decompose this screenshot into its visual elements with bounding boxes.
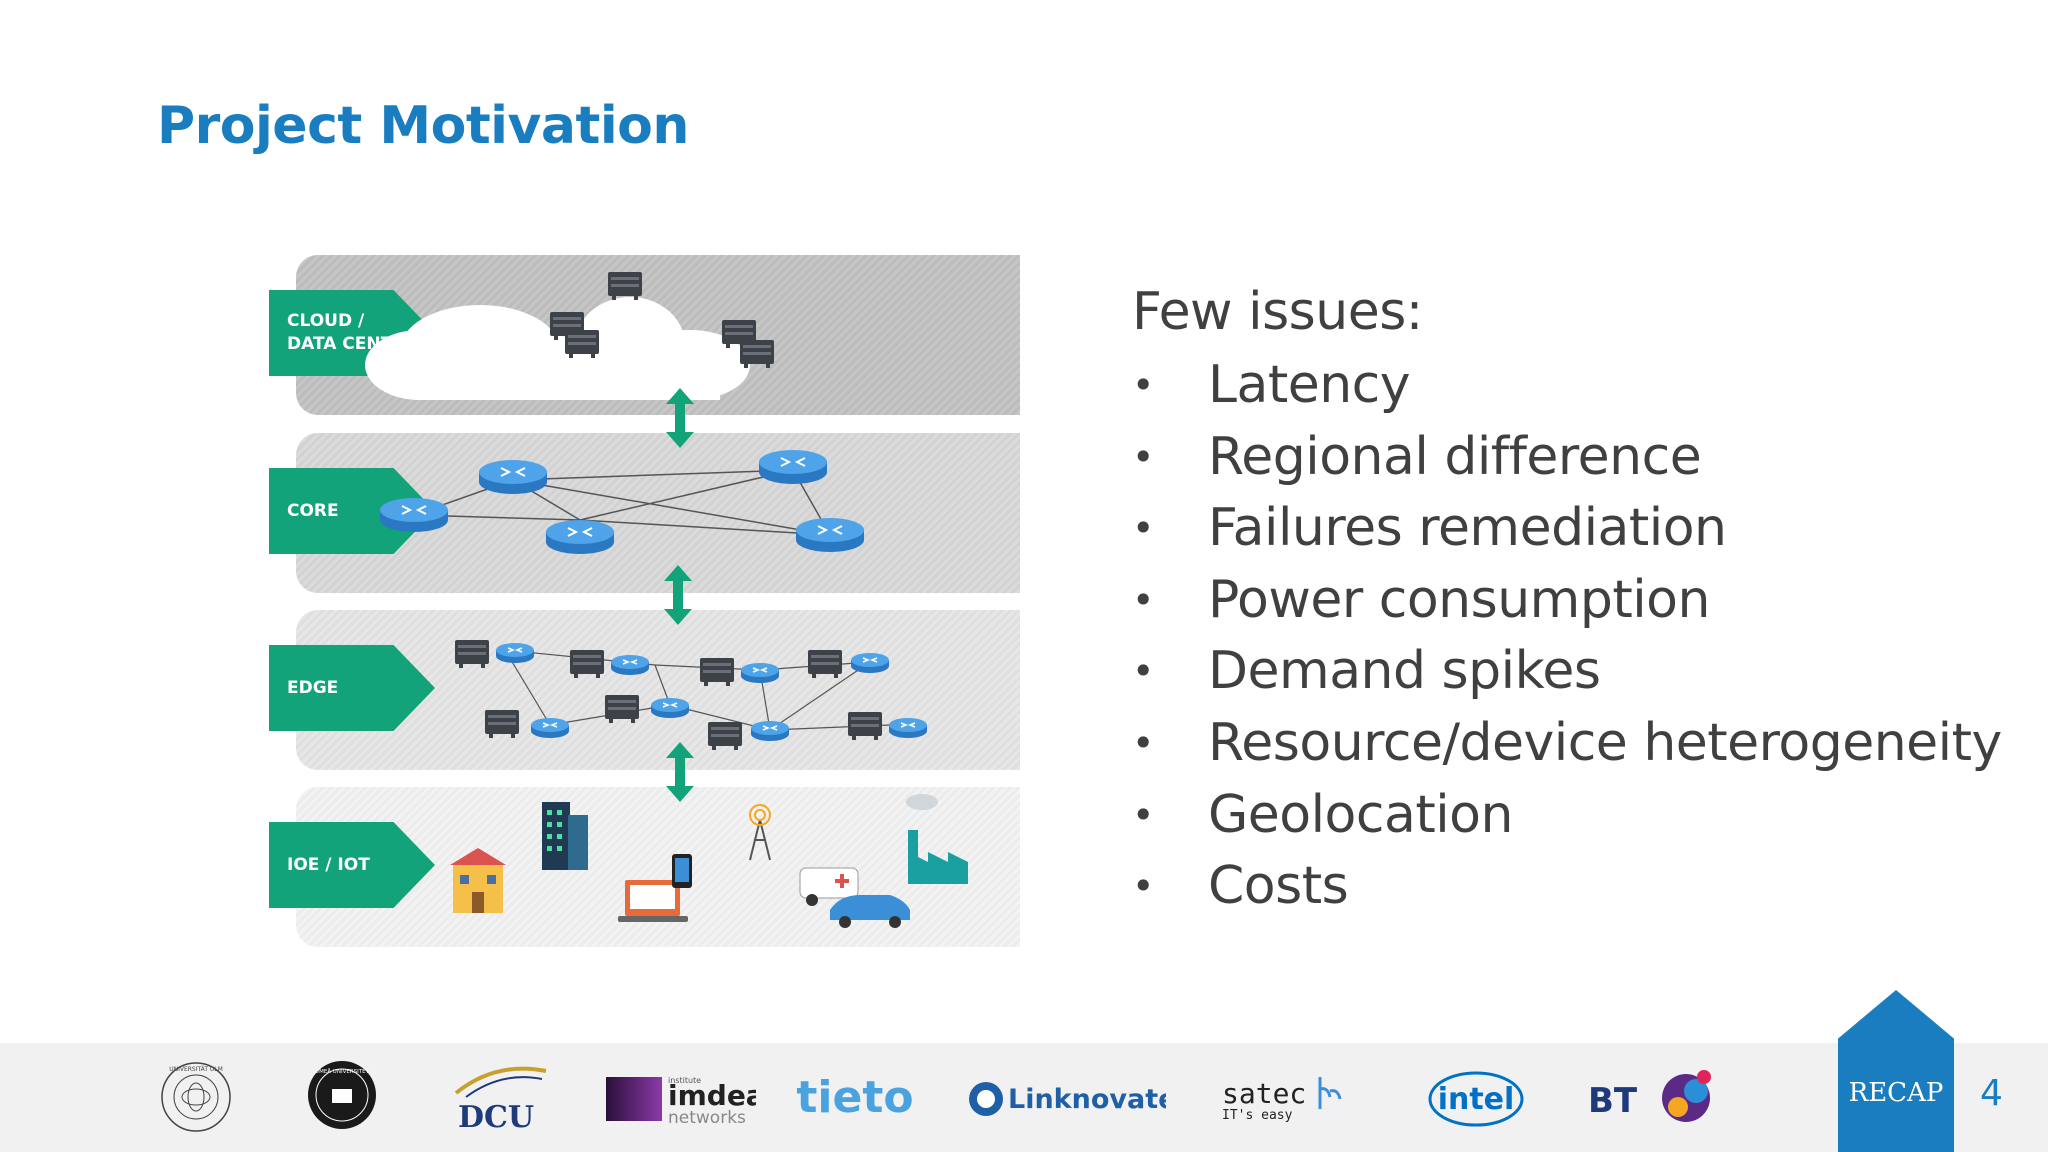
list-item: •Failures remediation: [1132, 498, 1727, 559]
svg-text:BT: BT: [1588, 1081, 1638, 1121]
svg-text:intel: intel: [1438, 1082, 1515, 1117]
tieto-logo: tieto: [796, 1071, 914, 1123]
issues-panel: Few issues: •Latency •Regional differenc…: [1132, 282, 2002, 923]
issues-list: •Latency •Regional difference •Failures …: [1132, 350, 2002, 923]
svg-text:IT's easy: IT's easy: [1222, 1108, 1293, 1123]
list-item: •Costs: [1132, 856, 1349, 917]
car-icon: [830, 895, 910, 928]
antenna-tower-icon: [749, 804, 771, 861]
recap-logo-badge: RECAP: [1838, 990, 1954, 1152]
partner-logo-footer: UNIVERSITÄT ULM UMEÅ UNIVERSITET DCU ins…: [0, 1043, 2048, 1152]
ulm-university-logo: UNIVERSITÄT ULM: [160, 1061, 232, 1133]
imdea-networks-logo: institute imdea networks: [606, 1073, 756, 1129]
svg-text:Linknovate: Linknovate: [1008, 1084, 1166, 1115]
issues-heading: Few issues:: [1132, 282, 1423, 342]
list-item: •Demand spikes: [1132, 641, 1601, 702]
svg-text:imdea: imdea: [668, 1079, 756, 1112]
list-item: •Latency: [1132, 355, 1411, 415]
cloud-icon: [365, 297, 750, 400]
office-building-icon: [542, 802, 588, 870]
diagram-artwork: [365, 272, 968, 928]
bt-logo: BT: [1586, 1065, 1726, 1131]
factory-icon: [906, 794, 968, 884]
dcu-logo: DCU: [446, 1061, 550, 1133]
list-item: •Regional difference: [1132, 426, 1702, 487]
svg-text:DCU: DCU: [458, 1100, 534, 1133]
satec-logo: satec IT's easy: [1220, 1069, 1350, 1129]
list-item: •Resource/device heterogeneity: [1132, 712, 2002, 773]
laptop-phone-icon: [618, 854, 692, 922]
slide-title: Project Motivation: [157, 96, 689, 156]
recap-logo-text: RECAP: [1848, 1078, 1944, 1108]
edge-cloud-architecture-diagram: CLOUD /DATA CENTRE CORE EDGE IOE / IOT: [260, 240, 1020, 960]
svg-text:institute: institute: [668, 1076, 701, 1085]
svg-text:satec: satec: [1222, 1077, 1306, 1110]
svg-text:UNIVERSITÄT ULM: UNIVERSITÄT ULM: [169, 1066, 223, 1073]
linknovate-logo: Linknovate: [966, 1077, 1166, 1121]
svg-text:UMEÅ UNIVERSITET: UMEÅ UNIVERSITET: [315, 1068, 370, 1075]
slide-number: 4: [1980, 1073, 2003, 1114]
ambulance-icon: [799, 867, 859, 906]
intel-logo: intel: [1426, 1067, 1526, 1131]
list-item: •Power consumption: [1132, 569, 1710, 630]
svg-text:networks: networks: [668, 1108, 746, 1128]
umea-university-logo: UMEÅ UNIVERSITET: [306, 1059, 378, 1131]
house-icon: [450, 848, 506, 913]
list-item: •Geolocation: [1132, 784, 1513, 845]
